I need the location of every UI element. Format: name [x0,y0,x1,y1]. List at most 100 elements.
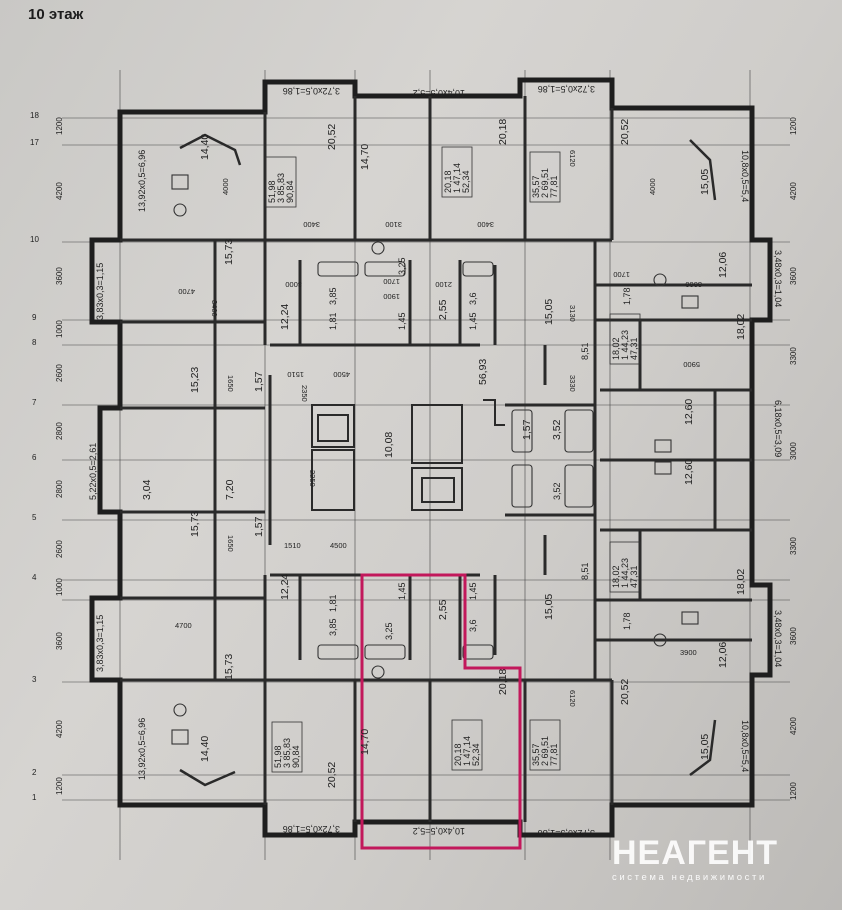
svg-text:4500: 4500 [333,370,350,379]
svg-text:3000: 3000 [789,442,798,460]
svg-text:77,81: 77,81 [549,175,559,198]
room-area: 3,25 [397,257,407,275]
apartment-stamp: 20,18 1 47,14 52,34 [441,146,473,198]
svg-text:1: 1 [32,793,37,802]
watermark: НЕАГЕНТ система недвижимости [612,836,812,883]
svg-text:4: 4 [32,573,37,582]
svg-text:2800: 2800 [55,480,64,498]
dim-side-right-1: 10,8х0,5=5,4 [740,150,750,202]
room-area: 18,02 [735,314,747,340]
svg-text:5: 5 [32,513,37,522]
svg-text:4000: 4000 [648,178,657,195]
svg-text:51,98: 51,98 [273,745,283,768]
room-area: 15,05 [699,169,711,195]
room-area: 18,02 [735,569,747,595]
svg-text:7: 7 [32,398,37,407]
room-area: 1,57 [253,371,265,392]
watermark-logo: НЕАГЕНТ [612,834,779,872]
svg-text:1700: 1700 [613,270,630,279]
svg-text:4200: 4200 [789,717,798,735]
room-area: 1,78 [622,287,632,305]
room-area: 8,51 [580,562,590,580]
svg-text:35,57: 35,57 [531,743,541,766]
room-area: 15,73 [223,654,235,680]
svg-text:1 44,23: 1 44,23 [620,330,630,360]
dim-bot-balc-right: 3,72х0,5=1,86 [538,828,595,838]
room-area: 15,05 [543,594,555,620]
svg-text:1200: 1200 [789,117,798,135]
svg-text:52,34: 52,34 [471,743,481,766]
inner-walls [120,96,752,822]
svg-text:1000: 1000 [55,578,64,596]
room-area: 14,40 [199,736,211,762]
svg-text:3300: 3300 [789,347,798,365]
svg-text:4200: 4200 [789,182,798,200]
svg-text:6: 6 [32,453,37,462]
svg-text:4700: 4700 [178,287,195,296]
watermark-subtitle: система недвижимости [612,872,767,883]
apartment-stamps: 51,98 3 85,83 90,84 20,18 1 47,14 52,34 … [265,146,641,773]
room-area: 3,52 [551,419,563,440]
dim-top-balc-right: 3,72х0,5=1,86 [538,84,595,94]
room-area: 20,18 [497,669,509,695]
svg-text:90,84: 90,84 [285,180,295,203]
svg-text:3600: 3600 [55,632,64,650]
apartment-stamp: 51,98 3 85,83 90,84 [271,721,303,773]
room-area: 14,40 [199,134,211,160]
svg-text:1200: 1200 [789,782,798,800]
svg-text:3400: 3400 [303,220,320,229]
svg-text:1200: 1200 [55,777,64,795]
highlighted-apartment [360,573,522,850]
room-area: 3,52 [552,482,562,500]
svg-text:3 85,83: 3 85,83 [276,173,286,203]
svg-text:3330: 3330 [568,375,577,392]
dim-side-left-3: 5,22х0,5=2,61 [88,443,98,500]
svg-text:3 85,83: 3 85,83 [282,738,292,768]
svg-text:1 47,14: 1 47,14 [462,736,472,766]
room-area: 12,24 [279,304,291,330]
room-area: 14,70 [359,144,371,170]
svg-text:3100: 3100 [385,220,402,229]
room-area: 12,60 [683,459,695,485]
room-area: 12,06 [717,252,729,278]
svg-text:2350: 2350 [300,385,309,402]
dim-side-right-3: 6,18х0,5=3,09 [773,400,783,457]
room-area: 1,57 [521,419,533,440]
svg-text:4200: 4200 [55,182,64,200]
room-area: 20,18 [497,119,509,145]
room-area: 56,93 [477,359,489,385]
apartment-stamp: 20,18 1 47,14 52,34 [451,719,483,771]
svg-text:3000: 3000 [685,280,702,289]
room-area: 1,45 [468,582,478,600]
svg-text:51,98: 51,98 [267,180,277,203]
svg-text:1000: 1000 [55,320,64,338]
axis-markers: 18 17 10 9 8 7 6 5 4 3 2 1 [30,111,39,802]
svg-text:3600: 3600 [55,267,64,285]
room-area: 14,70 [359,729,371,755]
apartment-stamp: 51,98 3 85,83 90,84 [265,156,297,208]
room-area: 2,55 [437,599,449,620]
svg-text:2: 2 [32,768,37,777]
svg-text:2 69,51: 2 69,51 [540,168,550,198]
room-area: 7,20 [224,479,236,500]
room-area: 15,05 [543,299,555,325]
dim-side-left-5: 13,92х0,5=6,96 [137,718,147,780]
outer-walls [89,77,773,838]
room-area: 1,78 [622,612,632,630]
dim-side-left-1: 13,92х0,5=6,96 [137,150,147,212]
apartment-stamp: 18,02 1 44,23 47,31 [609,541,641,593]
svg-text:2100: 2100 [435,280,452,289]
svg-text:2800: 2800 [55,422,64,440]
svg-text:1510: 1510 [284,541,301,550]
room-area: 3,04 [141,479,153,500]
room-area: 12,24 [279,574,291,600]
room-area: 1,81 [328,312,338,330]
room-area: 15,73 [223,239,235,265]
room-area: 2,55 [437,299,449,320]
room-area: 3,6 [468,619,478,632]
svg-text:9: 9 [32,313,37,322]
svg-text:1 44,23: 1 44,23 [620,558,630,588]
svg-text:2 69,51: 2 69,51 [540,736,550,766]
svg-text:3000: 3000 [285,280,302,289]
